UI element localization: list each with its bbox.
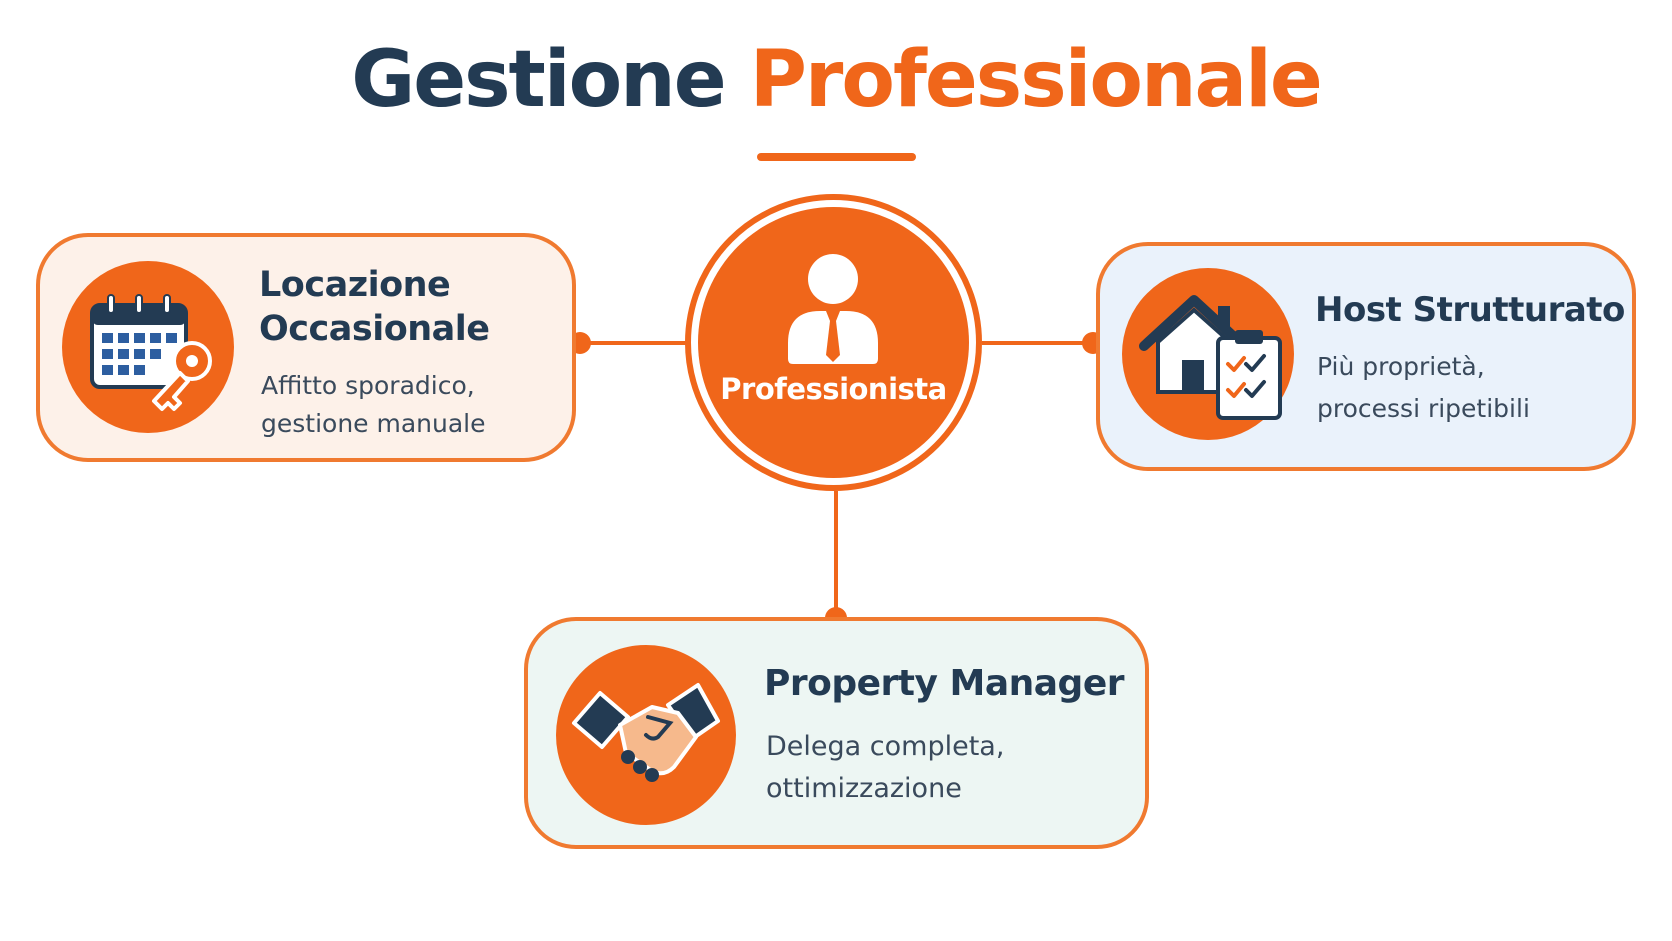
person-tie-icon [788,254,878,364]
title-part-gestione: Gestione [351,35,726,125]
card-title-line1: Host Strutturato [1315,290,1625,330]
calendar-key-icon [90,294,212,411]
card-icon-circle [62,261,234,433]
title-underline [757,153,916,161]
hub-label: Professionista [720,372,947,406]
card-desc-line2: processi ripetibili [1317,394,1530,423]
hub-circle [698,207,969,478]
card-icon-circle [556,645,736,825]
page-title: Gestione Professionale [0,30,1672,130]
card-desc-line1: Delega completa, [766,731,1005,762]
card-title-line1: Locazione [259,265,451,305]
card-title-line2: Occasionale [259,309,490,349]
card-icon-circle [1122,268,1294,440]
card-desc-line1: Affitto sporadico, [261,371,475,400]
card-host-strutturato: Host Strutturato Più proprietà, processi… [1096,242,1636,471]
card-property-manager: Property Manager Delega completa, ottimi… [524,617,1149,849]
house-checklist-icon [1139,295,1282,420]
title-part-professionale: Professionale [749,35,1323,125]
card-desc-line1: Più proprietà, [1317,352,1485,381]
card-desc-line2: gestione manuale [261,409,486,438]
card-desc-line2: ottimizzazione [766,773,962,804]
card-locazione-occasionale: Locazione Occasionale Affitto sporadico,… [36,233,576,462]
card-title-line1: Property Manager [764,663,1125,704]
handshake-icon [572,683,720,782]
